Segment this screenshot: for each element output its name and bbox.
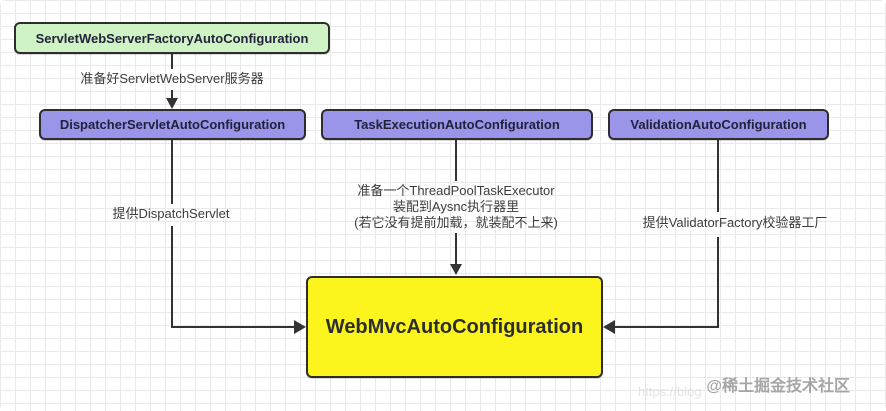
node-label: TaskExecutionAutoConfiguration [354, 117, 560, 132]
edge-prepare-server-line [171, 54, 173, 69]
node-label: ValidationAutoConfiguration [630, 117, 807, 132]
node-label: DispatcherServletAutoConfiguration [59, 117, 286, 132]
edge-validator-line [717, 237, 719, 328]
arrowhead-down-icon [166, 98, 178, 109]
edge-task-executor-line [455, 233, 457, 264]
node-label: WebMvcAutoConfiguration [325, 315, 584, 338]
arrowhead-right-icon [294, 320, 306, 334]
edge-validator-line [615, 326, 719, 328]
edge-task-executor-label: 准备一个ThreadPoolTaskExecutor 装配到Aysnc执行器里 … [316, 183, 596, 231]
edge-dispatch-servlet-line [171, 140, 173, 204]
arrowhead-down-icon [450, 264, 462, 275]
edge-dispatch-servlet-line [171, 226, 173, 328]
edge-dispatch-servlet-line [171, 326, 295, 328]
node-task-execution-auto-configuration: TaskExecutionAutoConfiguration [321, 109, 593, 140]
edge-prepare-server-label: 准备好ServletWebServer服务器 [80, 71, 264, 86]
edge-task-executor-label-line2: 装配到Aysnc执行器里 [392, 199, 520, 214]
edge-task-executor-label-line3: (若它没有提前加载，就装配不上来) [354, 215, 558, 230]
edge-task-executor-line [455, 140, 457, 181]
community-watermark: @稀土掘金技术社区 [706, 378, 850, 395]
node-web-mvc-auto-configuration: WebMvcAutoConfiguration [306, 276, 603, 378]
edge-dispatch-servlet-label: 提供DispatchServlet [112, 206, 230, 221]
node-servlet-web-server-factory-auto-configuration: ServletWebServerFactoryAutoConfiguration [14, 22, 330, 54]
url-watermark: https://blog [638, 384, 702, 399]
arrowhead-left-icon [603, 320, 615, 334]
node-validation-auto-configuration: ValidationAutoConfiguration [608, 109, 829, 140]
edge-prepare-server-line [171, 90, 173, 99]
edge-task-executor-label-line1: 准备一个ThreadPoolTaskExecutor [357, 183, 555, 198]
node-dispatcher-servlet-auto-configuration: DispatcherServletAutoConfiguration [39, 109, 306, 140]
edge-validator-label: 提供ValidatorFactory校验器工厂 [642, 215, 828, 230]
edge-validator-line [717, 140, 719, 212]
node-label: ServletWebServerFactoryAutoConfiguration [35, 30, 309, 46]
